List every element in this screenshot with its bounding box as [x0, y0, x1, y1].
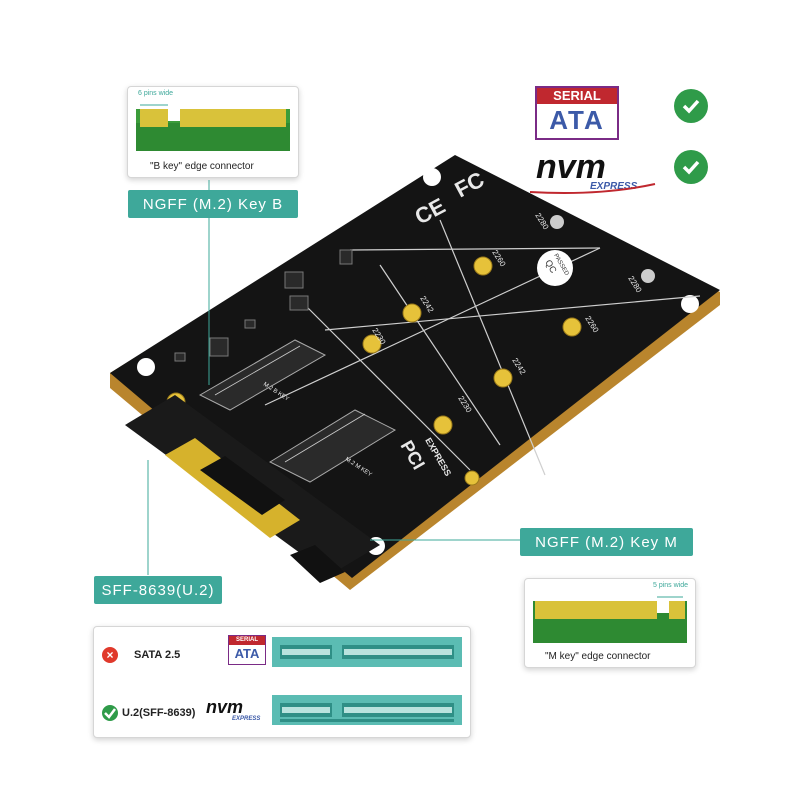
- sata-small-logo-bottom: ATA: [234, 646, 260, 661]
- key-m-label: NGFF (M.2) Key M: [520, 528, 693, 556]
- nvme-small-logo: nvm EXPRESS: [206, 697, 266, 727]
- sata-status-icon: ×: [102, 647, 118, 663]
- b-key-edge-connector-graphic: [136, 104, 290, 151]
- compatibility-card: × SATA 2.5 SERIAL ATA U.2(SFF-8639) nvm …: [93, 626, 471, 738]
- m-key-caption: "M key" edge connector: [545, 651, 651, 662]
- m-key-pins-note: 5 pins wide: [653, 582, 689, 589]
- u2-label: SFF-8639(U.2): [94, 576, 222, 604]
- nvme-check-icon: [674, 150, 708, 184]
- u2-row-label: U.2(SFF-8639): [122, 707, 196, 719]
- nvme-small-logo-sub: EXPRESS: [232, 716, 261, 722]
- sata-small-logo: SERIAL ATA: [228, 635, 266, 665]
- b-key-caption: "B key" edge connector: [150, 161, 254, 172]
- m-key-edge-connector-graphic: [533, 596, 687, 643]
- nvm-logo-sub: EXPRESS: [590, 181, 638, 192]
- m-key-callout-card: 5 pins wide "M key" edge connector: [524, 578, 696, 668]
- serial-ata-logo-top: SERIAL: [537, 88, 617, 104]
- sata-check-icon: [674, 89, 708, 123]
- nvme-small-logo-main: nvm: [206, 697, 244, 717]
- nvm-express-logo: nvm EXPRESS: [530, 148, 660, 198]
- u2-status-icon: [102, 705, 118, 721]
- qc-passed-sticker: QC PASSED: [537, 250, 573, 286]
- nvm-logo-main: nvm: [536, 148, 606, 186]
- key-b-label: NGFF (M.2) Key B: [128, 190, 298, 218]
- b-key-pins-note: 6 pins wide: [138, 90, 174, 97]
- sata-row-label: SATA 2.5: [134, 649, 181, 661]
- serial-ata-logo: SERIAL ATA: [535, 86, 619, 140]
- sata-small-logo-top: SERIAL: [229, 636, 265, 645]
- serial-ata-logo-bottom: ATA: [549, 105, 605, 135]
- u2-connector-graphic: [272, 695, 462, 725]
- sata-connector-graphic: [272, 637, 462, 667]
- b-key-callout-card: 6 pins wide "B key" edge connector: [127, 86, 299, 178]
